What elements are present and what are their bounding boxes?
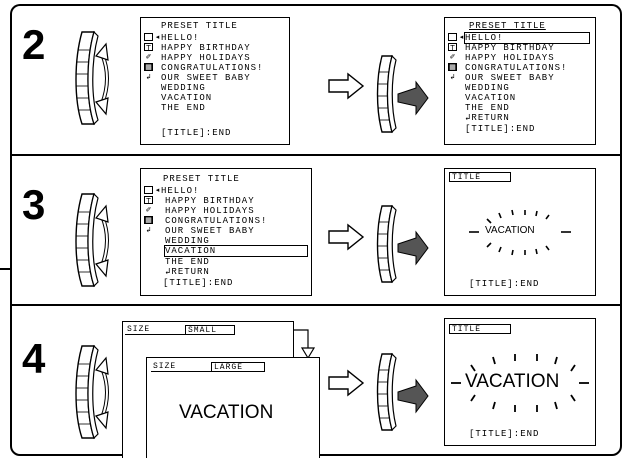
menu-item-hello: HELLO! [161,186,199,196]
arrow-outline-right-icon [328,224,364,250]
title-end-label: [TITLE]:END [161,128,231,138]
jog-dial-icon [68,182,114,294]
menu-item-vacation: VACATION [165,246,216,256]
menu-item-theend: THE END [465,103,510,113]
size-value-large: LARGE [211,362,265,372]
return-icon: ↲ [144,226,153,234]
menu-item-congrats: CONGRATULATIONS! [161,63,263,73]
side-tick [0,268,12,270]
cassette-icon [144,33,153,41]
menu-item-holidays: HAPPY HOLIDAYS [161,53,251,63]
title-icon: T [144,43,153,51]
menu-item-baby: OUR SWEET BABY [161,73,251,83]
jog-dial-press-icon [372,198,430,288]
menu-item-vacation: VACATION [465,93,516,103]
arrow-outline-right-icon [328,370,364,396]
menu-item-return: ↲RETURN [465,113,510,123]
menu-item-theend: THE END [161,103,206,113]
title-end-label: [TITLE]:END [469,429,539,439]
menu-item-wedding: WEDDING [161,83,206,93]
size-label: SIZE [153,362,176,371]
pen-icon: ✐ [144,206,153,214]
menu-item-birthday: HAPPY BIRTHDAY [465,43,555,53]
return-icon: ↲ [448,73,457,81]
menu-item-hello-selected: HELLO! [465,33,589,43]
menu-item-baby: OUR SWEET BABY [165,226,255,236]
title-word-large: VACATION [465,371,559,393]
lcd-size-large: SIZE LARGE VACATION [146,357,320,458]
lcd-title-step4: TITLE VACATION [TITLE]:END [444,318,596,446]
menu-item-vacation-selected: VACATION [165,246,307,256]
title-icon: T [144,196,153,204]
menu-item-vacation: VACATION [161,93,212,103]
title-end-label: [TITLE]:END [163,278,233,288]
grid-icon: ▦ [144,216,153,224]
menu-item-theend: THE END [165,257,210,267]
jog-dial-icon [68,334,114,446]
pen-icon: ✐ [144,53,153,61]
step-2-number: 2 [22,24,45,66]
size-label: SIZE [127,325,150,334]
menu-title: PRESET TITLE [163,174,240,184]
menu-item-wedding: WEDDING [465,83,510,93]
lcd-menu-step2-right: PRESET TITLE ◂ HELLO! T HAPPY BIRTHDAY ✐… [444,17,596,145]
menu-item-congrats: CONGRATULATIONS! [165,216,267,226]
pen-icon: ✐ [448,53,457,61]
arrow-outline-right-icon [328,73,364,99]
lcd-title-step3: TITLE VACATION [TITLE]:END [444,168,596,296]
menu-item-holidays: HAPPY HOLIDAYS [465,53,555,63]
title-end-label: [TITLE]:END [465,124,535,134]
lcd-menu-step2-left: PRESET TITLE ◂ HELLO! T HAPPY BIRTHDAY ✐… [140,17,290,145]
menu-item-birthday: HAPPY BIRTHDAY [165,196,255,206]
menu-title: PRESET TITLE [469,21,546,31]
menu-item-hello: HELLO! [465,33,503,43]
menu-item-congrats: CONGRATULATIONS! [465,63,567,73]
menu-item-wedding: WEDDING [165,236,210,246]
menu-item-baby: OUR SWEET BABY [465,73,555,83]
title-icon: T [448,43,457,51]
title-tag: TITLE [449,324,511,334]
title-tag: TITLE [449,172,511,182]
lcd-menu-step3: PRESET TITLE ◂ HELLO! T HAPPY BIRTHDAY ✐… [140,168,312,296]
title-end-label: [TITLE]:END [469,279,539,289]
menu-item-hello: HELLO! [161,33,199,43]
cassette-icon [448,33,457,41]
jog-dial-icon [68,20,114,132]
menu-title: PRESET TITLE [161,21,238,31]
step-3-number: 3 [22,184,45,226]
jog-dial-press-icon [372,48,430,138]
grid-icon: ▦ [448,63,457,71]
cassette-icon [144,186,153,194]
menu-item-return: ↲RETURN [165,267,210,277]
grid-icon: ▦ [144,63,153,71]
size-value-small: SMALL [185,325,235,335]
size-word-large: VACATION [179,402,273,424]
menu-item-birthday: HAPPY BIRTHDAY [161,43,251,53]
jog-dial-press-icon [372,346,430,436]
return-icon: ↲ [144,73,153,81]
title-word: VACATION [485,225,535,236]
step-4-number: 4 [22,338,45,380]
menu-item-holidays: HAPPY HOLIDAYS [165,206,255,216]
